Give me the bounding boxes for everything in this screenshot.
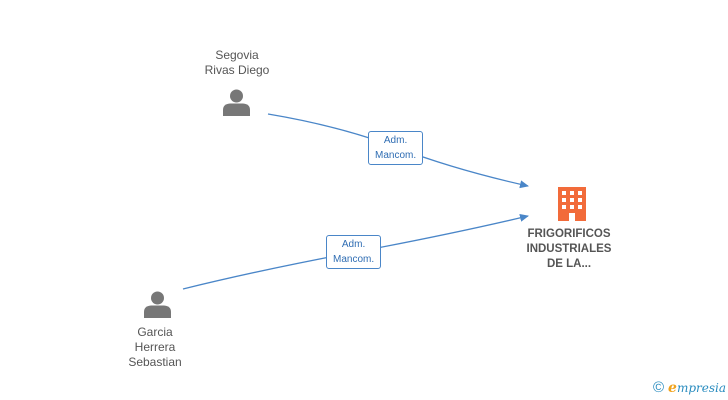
brand-logo: empresia: [668, 379, 726, 396]
building-icon[interactable]: [557, 187, 587, 221]
relation-label-line: Adm.: [341, 239, 366, 250]
relation-label-line: Mancom.: [333, 254, 375, 265]
company-name[interactable]: FRIGORIFICOS INDUSTRIALES DE LA...: [509, 227, 629, 272]
relation-label-garcia[interactable]: Adm. Mancom.: [326, 235, 382, 269]
person-name-segovia[interactable]: Segovia Rivas Diego: [177, 48, 297, 78]
person-name-line: Sebastian: [128, 355, 182, 369]
person-name-line: Herrera: [134, 340, 176, 354]
person-name-line: Segovia: [215, 48, 259, 62]
relation-label-line: Adm.: [383, 135, 408, 146]
person-name-line: Garcia: [137, 325, 173, 339]
relation-label-segovia[interactable]: Adm. Mancom.: [368, 131, 424, 165]
brand-footer[interactable]: © empresia: [653, 379, 726, 396]
relation-label-line: Mancom.: [375, 150, 417, 161]
company-name-line: INDUSTRIALES: [526, 243, 612, 255]
copyright-icon: ©: [652, 379, 665, 396]
person-name-garcia[interactable]: Garcia Herrera Sebastian: [95, 325, 215, 370]
person-name-line: Rivas Diego: [204, 63, 270, 77]
person-icon[interactable]: [143, 290, 172, 319]
company-name-line: FRIGORIFICOS: [527, 228, 611, 240]
company-name-line: DE LA...: [546, 258, 592, 270]
person-icon[interactable]: [222, 88, 251, 117]
